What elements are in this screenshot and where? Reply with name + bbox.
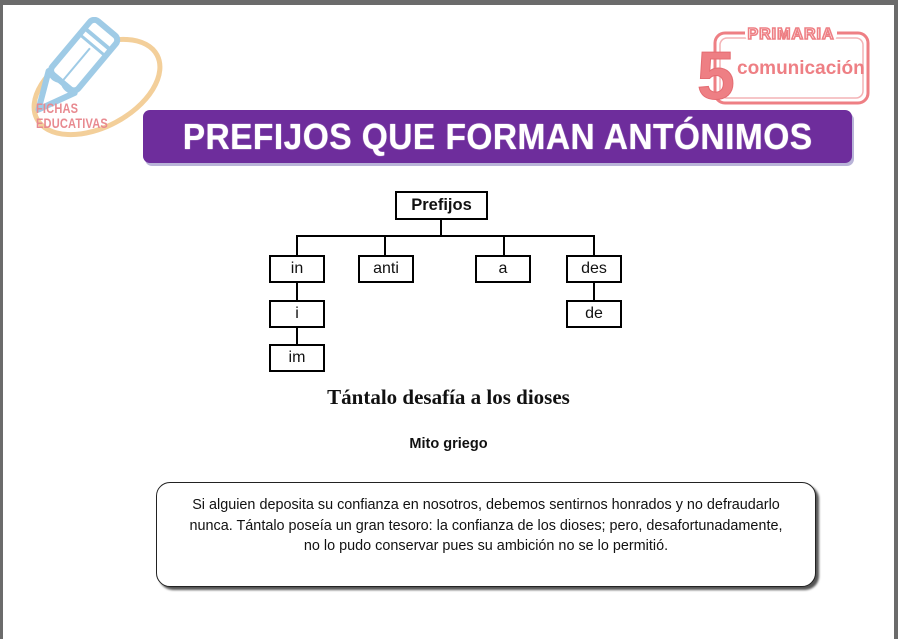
connector-anti xyxy=(384,235,386,256)
logo-text-fichas: FICHAS xyxy=(36,101,79,116)
connector-horizontal xyxy=(296,235,595,237)
story-paragraph: Si alguien deposita su confianza en noso… xyxy=(189,496,783,554)
connector-root xyxy=(440,219,442,237)
prefix-box-in: in xyxy=(269,255,325,283)
prefix-box-des: des xyxy=(566,255,622,283)
prefix-box-i: i xyxy=(269,300,325,328)
fichas-educativas-logo: FICHAS EDUCATIVAS xyxy=(15,16,165,145)
prefix-box-de: de xyxy=(566,300,622,328)
connector-des-de xyxy=(593,282,595,301)
prefix-box-anti: anti xyxy=(358,255,414,283)
page-title: PREFIJOS QUE FORMAN ANTÓNIMOS xyxy=(182,115,813,157)
worksheet-page: FICHAS EDUCATIVAS PRIMARIA 5 comunicació… xyxy=(3,5,894,639)
prefix-box-im: im xyxy=(269,344,325,372)
prefix-box-a: a xyxy=(475,255,531,283)
connector-des xyxy=(593,235,595,256)
diagram-root-box: Prefijos xyxy=(395,191,488,220)
connector-i-im xyxy=(296,327,298,345)
logo-text-educativas: EDUCATIVAS xyxy=(36,116,108,131)
grade-badge-icon: PRIMARIA 5 comunicación xyxy=(697,23,870,115)
connector-in xyxy=(296,235,298,256)
story-text-box: Si alguien deposita su confianza en noso… xyxy=(156,482,816,587)
svg-text:comunicación: comunicación xyxy=(737,58,865,79)
connector-a xyxy=(503,235,505,256)
svg-text:5: 5 xyxy=(697,38,735,111)
story-title: Tántalo desafía a los dioses xyxy=(327,385,570,409)
pencil-icon xyxy=(31,16,163,138)
connector-in-i xyxy=(296,282,298,301)
story-subtitle: Mito griego xyxy=(409,436,488,452)
primaria-comunicacion-logo: PRIMARIA 5 comunicación xyxy=(693,19,878,115)
title-banner: PREFIJOS QUE FORMAN ANTÓNIMOS xyxy=(143,110,852,163)
svg-text:PRIMARIA: PRIMARIA xyxy=(747,26,834,43)
